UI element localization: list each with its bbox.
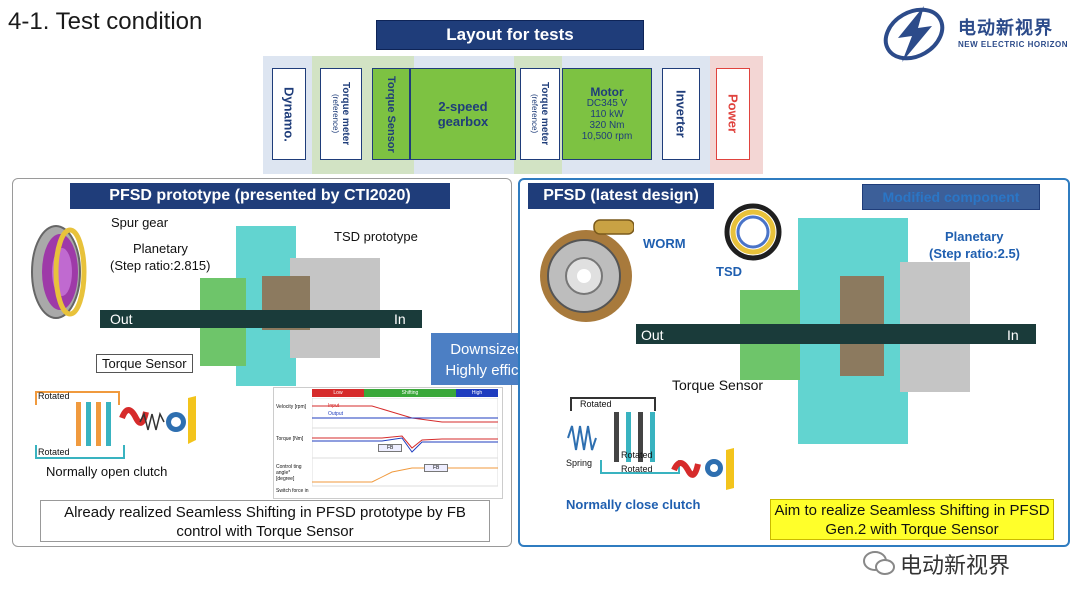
right-clutch-plate-2: [626, 412, 631, 462]
dynamo-label: Dynamo.: [281, 86, 297, 142]
shift-chart-plot: [312, 398, 498, 487]
power-block: Power: [716, 68, 750, 160]
right-step-ratio-label: (Step ratio:2.5): [929, 246, 1021, 261]
power-label: Power: [725, 94, 741, 134]
left-clutch-label: Normally open clutch: [46, 464, 168, 479]
torque-meter-2-sub: (reference): [530, 94, 539, 134]
logo-text-cn: 电动新视界: [958, 18, 1053, 38]
rotated-bottom-frame: [35, 445, 125, 459]
clutch-spring-actuator-icon: [119, 396, 196, 444]
right-actuator-icon: [671, 448, 734, 490]
left-rotated-bottom-label: Rotated: [38, 447, 70, 457]
layout-title: Layout for tests: [376, 20, 644, 50]
legend-output: Output: [328, 411, 344, 417]
right-panel-header: PFSD (latest design): [528, 183, 714, 209]
modified-component-legend: Modified component: [862, 184, 1040, 210]
gearbox-label: 2-speed gearbox: [437, 99, 489, 129]
tsd-ring-illustration: [724, 203, 782, 261]
spur-gear-label: Spur gear: [111, 215, 169, 230]
row-velocity-label: Velocity [rpm]: [276, 404, 307, 410]
arrow-line-1: Downsized &: [450, 341, 538, 358]
watermark-text: 电动新视界: [900, 553, 1011, 578]
clutch-plate-1: [76, 402, 81, 446]
left-in-label: In: [394, 311, 406, 327]
right-rotated-mid-label: Rotated: [621, 450, 653, 460]
dynamo-block: Dynamo.: [272, 68, 306, 160]
motor-spec-torque: 320 Nm: [589, 119, 625, 131]
fb-marker-1: FB: [378, 444, 403, 452]
clutch-plate-4: [106, 402, 111, 446]
right-rotated-top-label: Rotated: [580, 399, 612, 409]
motor-spec-voltage: DC345 V: [586, 97, 628, 109]
inverter-block: Inverter: [662, 68, 700, 160]
motor-spec-speed: 10,500 rpm: [581, 130, 633, 142]
chart-xlabel: Switch force in: [276, 488, 309, 494]
slide-title: 4-1. Test condition: [8, 8, 203, 35]
wechat-icon: [863, 551, 895, 575]
gearbox-block: 2-speed gearbox: [410, 68, 516, 160]
left-rotated-top-label: Rotated: [38, 391, 70, 401]
phase-shifting: Shifting: [364, 389, 456, 397]
left-shaft: [100, 310, 422, 328]
right-rotated-top-frame: [570, 397, 656, 411]
right-out-label: Out: [641, 327, 664, 343]
phase-high: High: [456, 389, 498, 397]
inverter-label: Inverter: [673, 90, 689, 138]
right-planetary-label: Planetary: [945, 229, 1004, 244]
right-shaft: [636, 324, 1036, 344]
torque-meter-1-label: Torque meter: [340, 82, 351, 146]
fb-marker-2: FB: [424, 464, 449, 472]
logo-text-en: NEW ELECTRIC HORIZON: [958, 40, 1068, 49]
right-clutch-label: Normally close clutch: [566, 497, 701, 512]
tsd-label: TSD: [716, 264, 742, 279]
left-panel-header: PFSD prototype (presented by CTI2020): [70, 183, 450, 209]
brand-logo: [880, 4, 1075, 62]
left-note: Already realized Seamless Shifting in PF…: [40, 500, 490, 542]
clutch-plate-2: [86, 402, 91, 446]
torque-meter-2-label: Torque meter: [539, 82, 550, 146]
step-ratio-label: (Step ratio:2.815): [110, 258, 211, 273]
right-torque-sensor-label: Torque Sensor: [672, 377, 764, 393]
spring-icon: [567, 425, 597, 451]
spring-label: Spring: [566, 458, 593, 468]
torque-meter-2-block: Torque meter (reference): [520, 68, 560, 160]
row-torque-label: Torque [Nm]: [276, 436, 304, 442]
right-clutch-plate-3: [638, 412, 643, 462]
torque-sensor-block: Torque Sensor: [372, 68, 410, 160]
worm-gear-illustration: [540, 219, 634, 322]
motor-spec-power: 110 kW: [590, 108, 624, 120]
planetary-label: Planetary: [133, 241, 188, 256]
torque-sensor-label: Torque Sensor: [385, 75, 397, 153]
tsd-prototype-label: TSD prototype: [334, 229, 418, 244]
left-out-label: Out: [110, 311, 133, 327]
lightning-logo-icon: [883, 6, 945, 62]
phase-low: Low: [312, 389, 364, 397]
shift-chart: Low Shifting High Velocity [rpm] Torque …: [273, 387, 503, 499]
right-in-label: In: [1007, 327, 1019, 343]
motor-block: Motor DC345 V 110 kW 320 Nm 10,500 rpm: [562, 68, 652, 160]
right-clutch-plate-1: [614, 412, 619, 462]
torque-meter-1-block: Torque meter (reference): [320, 68, 362, 160]
torque-meter-1-sub: (reference): [331, 94, 340, 134]
spur-gear-illustration: [31, 225, 87, 319]
left-torque-sensor-label: Torque Sensor: [96, 354, 193, 373]
right-note: Aim to realize Seamless Shifting in PFSD…: [770, 499, 1054, 540]
worm-label: WORM: [643, 236, 686, 251]
row-angle-label: Control ting angle* [degree]: [276, 464, 302, 482]
right-clutch-plate-4: [650, 412, 655, 462]
motor-title: Motor: [590, 84, 624, 99]
right-rotated-bottom-label: Rotated: [621, 464, 653, 474]
clutch-plate-3: [96, 402, 101, 446]
rotated-top-frame: [35, 391, 120, 405]
